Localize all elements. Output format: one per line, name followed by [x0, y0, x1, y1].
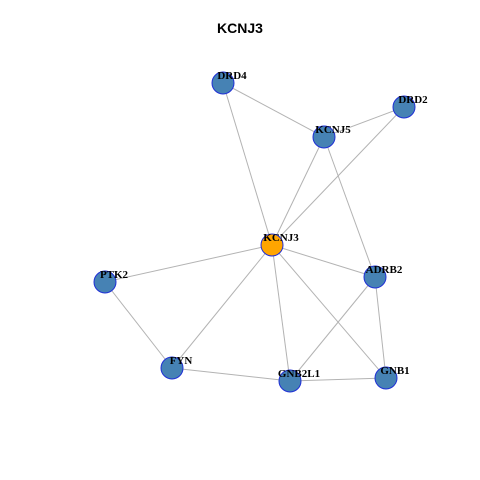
- edge-drd4-kcnj5: [222, 82, 325, 138]
- edge-ptk2-fyn: [104, 281, 173, 369]
- node-circle-fyn: [160, 356, 184, 380]
- node-drd4: DRD4: [211, 70, 247, 95]
- node-gnb1: GNB1: [374, 365, 410, 390]
- edge-adrb2-gnb1: [374, 276, 387, 379]
- node-circle-adrb2: [363, 265, 387, 289]
- node-circle-gnb2l1: [278, 369, 302, 393]
- edge-gnb2l1-gnb1: [289, 377, 387, 382]
- node-ptk2: PTK2: [93, 269, 129, 294]
- edge-drd4-kcnj3: [222, 82, 273, 246]
- node-label-kcnj5: KCNJ5: [315, 124, 351, 136]
- edge-kcnj3-gnb1: [271, 244, 387, 379]
- node-circle-ptk2: [93, 270, 117, 294]
- node-circle-kcnj3: [260, 233, 284, 257]
- node-fyn: FYN: [160, 355, 193, 380]
- node-label-drd4: DRD4: [217, 70, 247, 82]
- edge-kcnj3-gnb2l1: [271, 244, 291, 382]
- edges-layer: [104, 82, 405, 382]
- node-kcnj5: KCNJ5: [312, 124, 351, 149]
- graph-title: KCNJ3: [217, 20, 263, 36]
- edge-kcnj3-ptk2: [104, 244, 273, 283]
- node-circle-drd2: [392, 95, 416, 119]
- node-label-drd2: DRD2: [398, 94, 428, 106]
- edge-kcnj3-fyn: [171, 244, 273, 369]
- node-label-adrb2: ADRB2: [366, 264, 403, 276]
- node-label-ptk2: PTK2: [100, 269, 129, 281]
- edge-kcnj5-kcnj3: [271, 136, 325, 246]
- node-gnb2l1: GNB2L1: [278, 368, 320, 393]
- edge-kcnj5-drd2: [323, 106, 405, 138]
- node-circle-drd4: [211, 71, 235, 95]
- node-drd2: DRD2: [392, 94, 428, 119]
- node-adrb2: ADRB2: [363, 264, 403, 289]
- node-label-gnb2l1: GNB2L1: [278, 368, 320, 380]
- edge-drd2-kcnj3: [271, 106, 405, 246]
- node-label-gnb1: GNB1: [380, 365, 409, 377]
- node-circle-gnb1: [374, 366, 398, 390]
- node-label-kcnj3: KCNJ3: [263, 232, 299, 244]
- edge-fyn-gnb2l1: [171, 367, 291, 382]
- node-label-fyn: FYN: [170, 355, 193, 367]
- edge-kcnj3-adrb2: [271, 244, 376, 278]
- node-circle-kcnj5: [312, 125, 336, 149]
- node-kcnj3: KCNJ3: [260, 232, 299, 257]
- edge-adrb2-gnb2l1: [289, 276, 376, 382]
- edge-kcnj5-adrb2: [323, 136, 376, 278]
